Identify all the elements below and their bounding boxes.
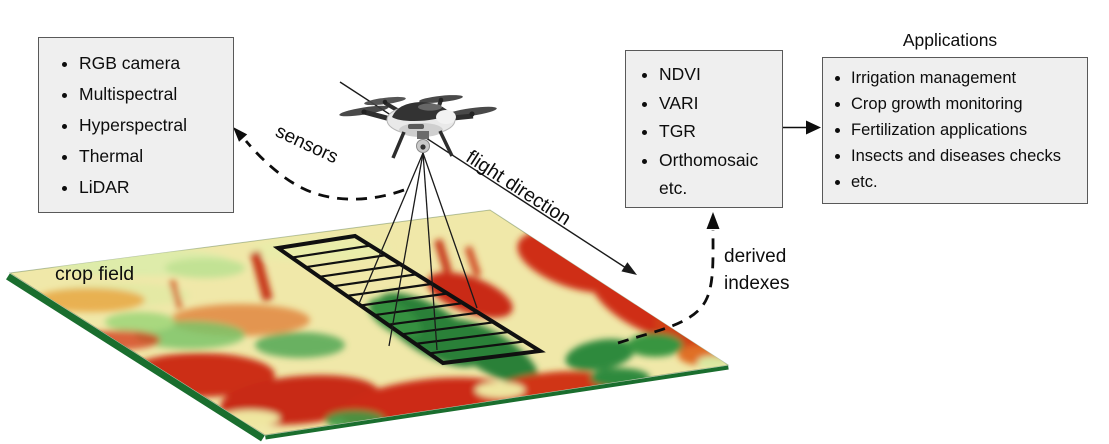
list-item: RGB camera: [79, 48, 229, 79]
plot-grid-overlay: [272, 233, 546, 366]
derived-indexes-label: derived indexes: [724, 246, 790, 294]
list-item: Multispectral: [79, 79, 229, 110]
list-item: Crop growth monitoring: [851, 91, 1085, 117]
indexes-to-applications-arrow: [783, 120, 821, 135]
list-item: Irrigation management: [851, 65, 1085, 91]
list-item: etc.: [851, 169, 1085, 195]
index-list: NDVIVARITGROrthomosaic etc.: [626, 51, 782, 203]
drone-illustration: [339, 95, 497, 159]
list-item: Insects and diseases checks: [851, 143, 1085, 169]
list-item: Fertilization applications: [851, 117, 1085, 143]
list-item: TGR: [659, 117, 778, 146]
derived-indexes-arrow: [617, 212, 720, 345]
list-item: NDVI: [659, 60, 778, 89]
applications-list: Irrigation managementCrop growth monitor…: [823, 58, 1087, 195]
list-item: LiDAR: [79, 172, 229, 203]
list-item: Hyperspectral: [79, 110, 229, 141]
sensor-list: RGB cameraMultispectralHyperspectralTher…: [39, 38, 233, 203]
crop-field-label: crop field: [55, 263, 135, 285]
sensor-list-box: RGB cameraMultispectralHyperspectralTher…: [38, 37, 234, 213]
applications-title: Applications: [902, 30, 998, 50]
list-item: Thermal: [79, 141, 229, 172]
camera-fov-lines: [357, 152, 478, 351]
flight-direction-arrow: [339, 81, 637, 275]
applications-list-box: Irrigation managementCrop growth monitor…: [822, 57, 1088, 204]
list-item: Orthomosaic etc.: [659, 146, 778, 203]
sensors-arrow: [233, 127, 405, 201]
index-list-box: NDVIVARITGROrthomosaic etc.: [625, 50, 783, 208]
list-item: VARI: [659, 89, 778, 118]
